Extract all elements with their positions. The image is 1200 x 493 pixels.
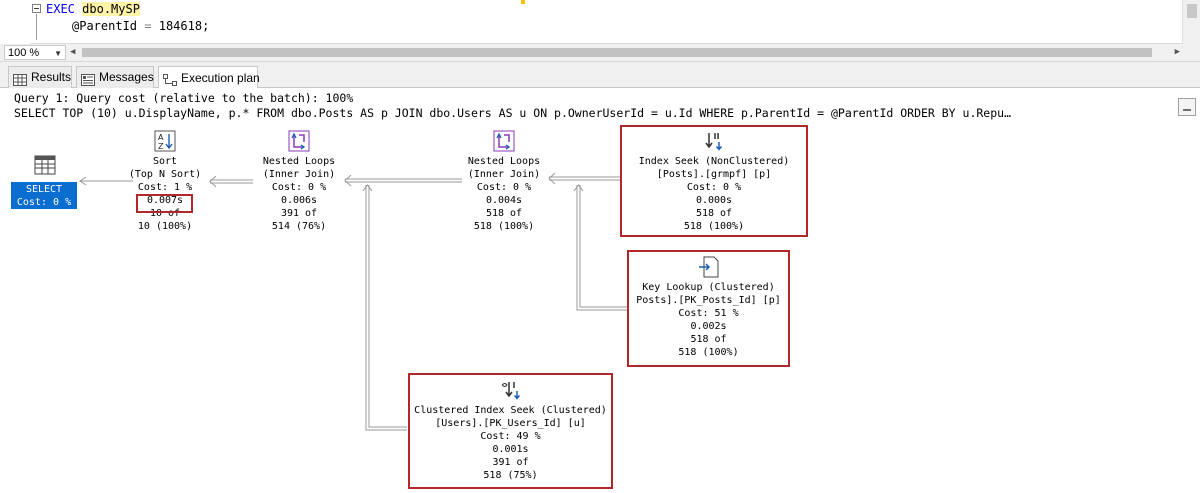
- fold-line: [36, 14, 37, 40]
- tab-messages[interactable]: Messages: [76, 66, 154, 88]
- change-marker: [521, 0, 525, 4]
- nl2-time: 0.004s: [485, 195, 523, 206]
- parameter-value: 184618;: [158, 19, 210, 33]
- select-node-icon-wrap[interactable]: [24, 154, 66, 179]
- select-node-name: SELECT: [25, 184, 63, 195]
- query-editor[interactable]: EXEC dbo.MySP @ParentId = 184618;: [0, 0, 1200, 44]
- seek-time: 0.000s: [695, 195, 733, 206]
- nl1-time: 0.006s: [280, 195, 318, 206]
- parameter-name: @ParentId: [72, 19, 138, 33]
- editor-line-2[interactable]: @ParentId = 184618;: [72, 19, 209, 33]
- nested-loops-node-2[interactable]: Nested Loops (Inner Join) Cost: 0 % 0.00…: [449, 130, 559, 233]
- results-tab-strip: Results Messages Execution plan: [0, 62, 1200, 89]
- highlight-index-seek: [620, 125, 808, 237]
- grid-icon: [13, 72, 27, 86]
- cseek-name: Clustered Index Seek (Clustered): [414, 405, 607, 416]
- cseek-sub: [Users].[PK_Users_Id] [u]: [435, 418, 586, 429]
- zoom-select[interactable]: 100 % ▼: [4, 45, 66, 60]
- zoom-scroll-bar: 100 % ▼ ◀ ▶: [0, 44, 1200, 62]
- cseek-rows: 391 of: [492, 457, 529, 468]
- lookup-est: 518 (100%): [678, 347, 739, 358]
- lookup-sub: Posts].[PK_Posts_Id] [p]: [636, 295, 781, 306]
- select-node[interactable]: SELECT Cost: 0 %: [11, 182, 77, 209]
- nl1-name: Nested Loops: [262, 156, 336, 167]
- tab-results[interactable]: Results: [8, 66, 72, 88]
- tab-results-label: Results: [31, 70, 72, 84]
- plan-connectors: [79, 172, 628, 431]
- nl2-sub: (Inner Join): [467, 169, 541, 180]
- nl2-est: 518 (100%): [473, 221, 535, 232]
- index-seek-node[interactable]: Index Seek (NonClustered) [Posts].[grmpf…: [620, 130, 808, 233]
- tab-execution-plan[interactable]: Execution plan: [158, 66, 260, 89]
- sort-node-cost: Cost: 1 %: [137, 182, 193, 193]
- tab-execution-plan-label: Execution plan: [181, 70, 260, 85]
- scroll-left-icon[interactable]: ◀: [70, 47, 76, 57]
- select-node-cost: Cost: 0 %: [16, 197, 72, 208]
- sort-node-name: Sort: [152, 156, 178, 167]
- highlight-key-lookup: [627, 250, 790, 367]
- cseek-time: 0.001s: [492, 444, 529, 455]
- seek-est: 518 (100%): [683, 221, 745, 232]
- chevron-down-icon[interactable]: ▼: [54, 49, 62, 58]
- index-seek-icon: [703, 130, 725, 152]
- cseek-est: 518 (75%): [483, 470, 538, 481]
- zoom-value: 100 %: [8, 47, 40, 59]
- execution-plan-canvas[interactable]: Query 1: Query cost (relative to the bat…: [0, 88, 1200, 493]
- seek-cost: Cost: 0 %: [686, 182, 742, 193]
- seek-sub: [Posts].[grmpf] [p]: [656, 169, 772, 180]
- nl1-cost: Cost: 0 %: [271, 182, 327, 193]
- seek-rows: 518 of: [695, 208, 733, 219]
- nl1-sub: (Inner Join): [262, 169, 336, 180]
- key-lookup-node[interactable]: Key Lookup (Clustered) Posts].[PK_Posts_…: [627, 256, 790, 359]
- nested-loops-node-1[interactable]: Nested Loops (Inner Join) Cost: 0 % 0.00…: [244, 130, 354, 233]
- lookup-cost: Cost: 51 %: [678, 308, 739, 319]
- nl1-est: 514 (76%): [271, 221, 327, 232]
- query-cost-header: Query 1: Query cost (relative to the bat…: [14, 91, 354, 105]
- tab-messages-label: Messages: [99, 70, 154, 84]
- nl2-name: Nested Loops: [467, 156, 541, 167]
- sort-node-time: 0.007s: [146, 195, 184, 206]
- seek-name: Index Seek (NonClustered): [638, 156, 790, 167]
- nl2-cost: Cost: 0 %: [476, 182, 532, 193]
- editor-vertical-scrollbar[interactable]: [1182, 0, 1200, 44]
- nl1-rows: 391 of: [280, 208, 318, 219]
- sort-node-est: 10 (100%): [137, 221, 193, 232]
- clustered-index-seek-node[interactable]: Clustered Index Seek (Clustered) [Users]…: [408, 379, 613, 482]
- horizontal-scrollbar[interactable]: ◀ ▶: [70, 46, 1180, 59]
- lookup-name: Key Lookup (Clustered): [642, 282, 775, 293]
- messages-icon: [81, 72, 95, 86]
- procedure-name: dbo.MySP: [82, 2, 140, 16]
- highlight-sort-time: [136, 194, 193, 213]
- collapse-toggle-icon[interactable]: [32, 4, 41, 13]
- editor-scroll-thumb[interactable]: [1187, 4, 1197, 18]
- lookup-time: 0.002s: [690, 321, 727, 332]
- parameter-operator: =: [144, 19, 152, 33]
- key-lookup-icon: [698, 256, 720, 278]
- select-table-icon: [34, 154, 56, 176]
- svg-text:A: A: [158, 133, 164, 142]
- sort-node-sub: (Top N Sort): [128, 169, 202, 180]
- svg-text:Z: Z: [158, 142, 164, 151]
- nested-loops-icon: [493, 130, 515, 152]
- editor-gutter: [0, 0, 30, 44]
- nested-loops-icon: [288, 130, 310, 152]
- scroll-right-icon[interactable]: ▶: [1174, 47, 1180, 57]
- nl2-rows: 518 of: [485, 208, 523, 219]
- sort-node-rows: 10 of: [149, 208, 181, 219]
- expand-query-button[interactable]: [1178, 98, 1196, 116]
- exec-keyword: EXEC: [46, 2, 75, 16]
- cseek-cost: Cost: 49 %: [480, 431, 541, 442]
- clustered-index-seek-icon: [500, 379, 522, 401]
- editor-line-1[interactable]: EXEC dbo.MySP: [46, 2, 140, 16]
- query-statement-text: SELECT TOP (10) u.DisplayName, p.* FROM …: [14, 106, 1011, 120]
- execution-plan-icon: [163, 72, 177, 86]
- highlight-clustered-index-seek: [408, 373, 613, 489]
- lookup-rows: 518 of: [690, 334, 727, 345]
- horizontal-scroll-thumb[interactable]: [82, 48, 1152, 57]
